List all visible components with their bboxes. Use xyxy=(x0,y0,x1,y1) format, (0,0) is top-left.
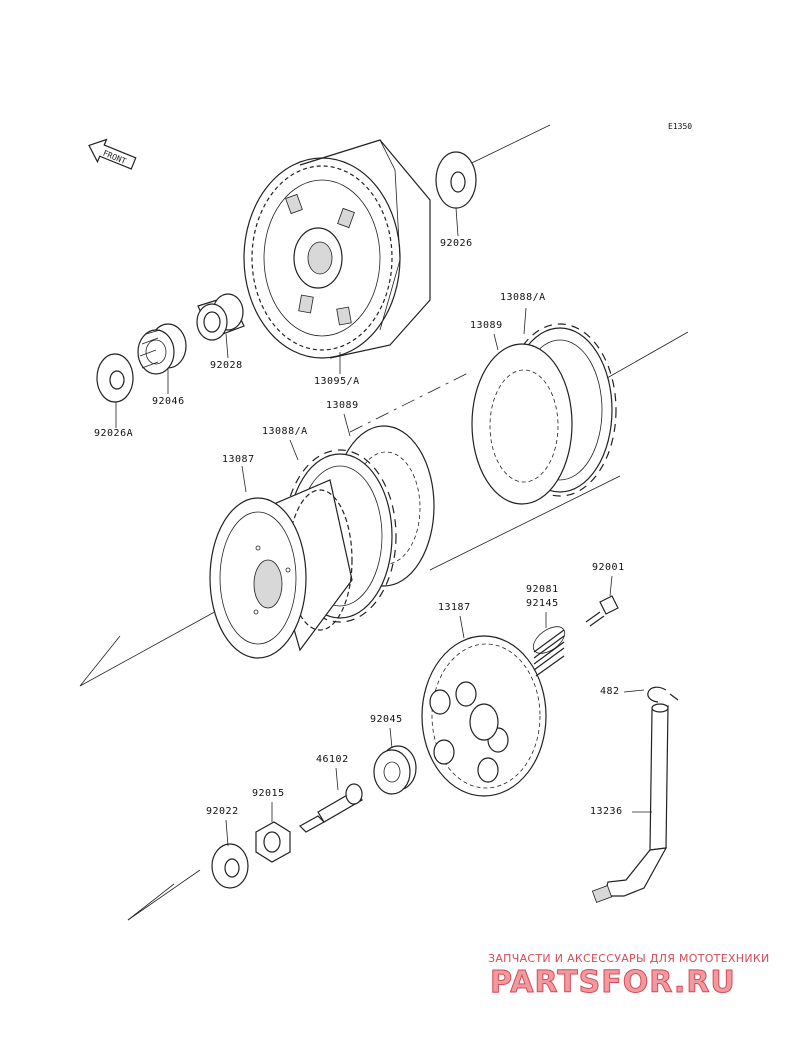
label-13087[interactable]: 13087 xyxy=(222,454,255,465)
bolt-92001 xyxy=(585,595,619,627)
diagram-code: E1350 xyxy=(668,122,693,131)
label-92046[interactable]: 92046 xyxy=(152,396,185,407)
label-92026a[interactable]: 92026A xyxy=(94,428,134,439)
label-92026[interactable]: 92026 xyxy=(440,238,473,249)
clutch-spring xyxy=(532,626,566,677)
label-92028[interactable]: 92028 xyxy=(210,360,243,371)
watermark-brand: PARTSFOR.RU xyxy=(490,965,736,1001)
label-13089-mid[interactable]: 13089 xyxy=(326,400,359,411)
label-13089-top[interactable]: 13089 xyxy=(470,320,503,331)
clutch-hub xyxy=(209,479,353,659)
label-46102[interactable]: 46102 xyxy=(316,754,349,765)
steel-plate-top xyxy=(471,343,573,505)
label-92145[interactable]: 92145 xyxy=(526,598,559,609)
front-arrow: FRONT xyxy=(88,138,137,170)
push-rod-46102 xyxy=(299,783,363,833)
label-92022[interactable]: 92022 xyxy=(206,806,239,817)
leader-lines xyxy=(115,207,652,847)
circlip-482 xyxy=(647,686,679,703)
washer-92026a xyxy=(96,353,134,403)
thrust-washer-92026 xyxy=(435,151,477,209)
label-482[interactable]: 482 xyxy=(600,686,620,697)
label-13095a[interactable]: 13095/A xyxy=(314,376,360,387)
label-13236[interactable]: 13236 xyxy=(590,806,623,817)
watermark-caption: ЗАПЧАСТИ И АКСЕССУАРЫ ДЛЯ МОТОТЕХНИКИ xyxy=(488,952,770,965)
label-92081[interactable]: 92081 xyxy=(526,584,559,595)
washer-92022 xyxy=(211,843,249,889)
label-13088a-mid[interactable]: 13088/A xyxy=(262,426,308,437)
push-lever xyxy=(591,703,669,903)
sleeve-92028 xyxy=(196,293,245,341)
pressure-plate xyxy=(421,635,547,797)
label-92001[interactable]: 92001 xyxy=(592,562,625,573)
clutch-housing xyxy=(243,139,431,359)
needle-bearing-92046 xyxy=(137,323,187,375)
ball-bearing-92045 xyxy=(373,745,417,795)
label-92045[interactable]: 92045 xyxy=(370,714,403,725)
label-13088a-top[interactable]: 13088/A xyxy=(500,292,546,303)
label-13187[interactable]: 13187 xyxy=(438,602,471,613)
label-92015[interactable]: 92015 xyxy=(252,788,285,799)
axis-lines xyxy=(79,124,689,921)
nut-92015 xyxy=(255,821,291,863)
